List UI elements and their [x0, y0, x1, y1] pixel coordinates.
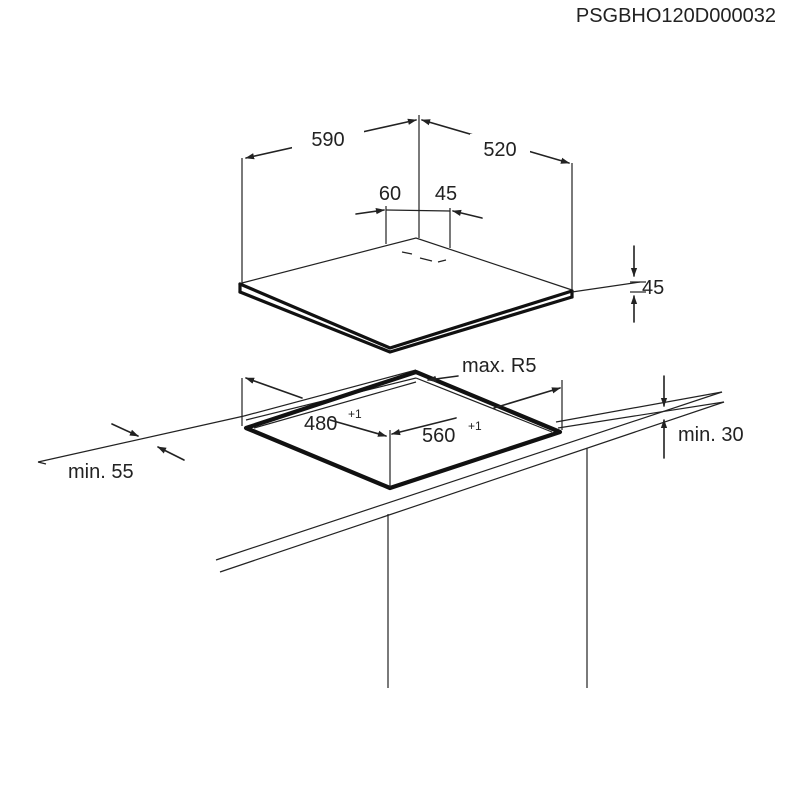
hob-offset-right-label: 45	[435, 183, 457, 205]
front-gap-dimension: min. 55	[68, 423, 185, 483]
hob-offset-left-label: 60	[379, 183, 401, 205]
cutout-depth-label: 480	[304, 413, 337, 435]
back-gap-label: min. 30	[678, 424, 744, 446]
front-gap-label: min. 55	[68, 461, 134, 483]
worktop	[37, 369, 725, 688]
cutout-radius-label: max. R5	[462, 355, 536, 377]
diagram-code: PSGBHO120D000032	[576, 5, 776, 27]
cutout-radius-callout: max. R5	[427, 355, 536, 383]
hob-width-dimension: 590 520	[241, 115, 573, 290]
cutout-size-dimension: 480 +1 560 +1	[245, 377, 561, 447]
cutout-width-tolerance: +1	[468, 419, 482, 433]
hob-height-label: 45	[642, 277, 664, 299]
back-gap-dimension: min. 30	[660, 375, 744, 459]
hob-offset-dimension: 60 45	[355, 183, 483, 248]
hob-body	[238, 237, 641, 354]
cutout-depth-tolerance: +1	[348, 407, 362, 421]
cutout-width-label: 560	[422, 425, 455, 447]
hob-height-dimension: 45	[630, 245, 664, 323]
cutout	[241, 369, 563, 491]
hob-depth-label: 520	[483, 139, 516, 161]
hob-width-label: 590	[311, 129, 344, 151]
